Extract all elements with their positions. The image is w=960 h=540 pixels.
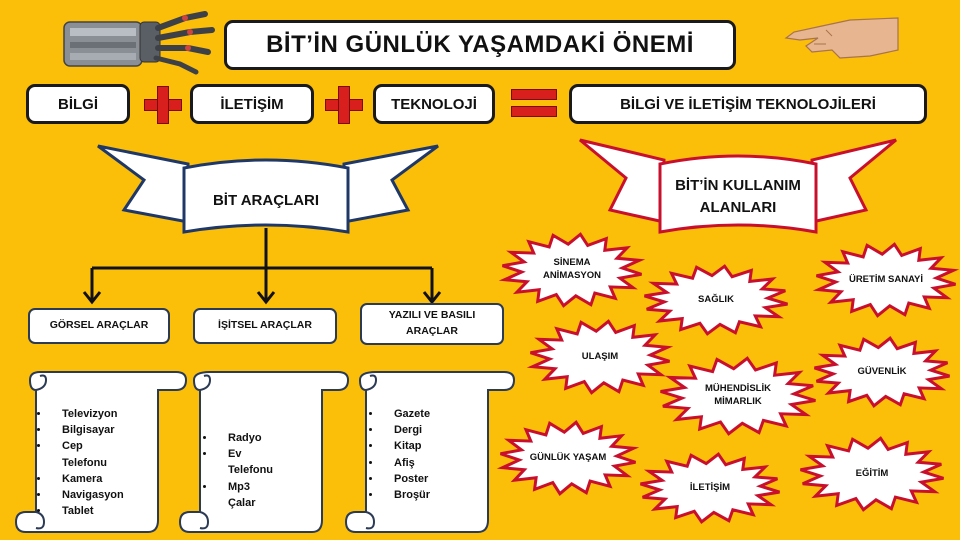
category-audio: İŞİTSEL ARAÇLAR bbox=[193, 308, 337, 344]
usage-area-label: İLETİŞİM bbox=[689, 481, 731, 493]
usage-area-label: ULAŞIM bbox=[581, 350, 619, 362]
term-bilgi: BİLGİ bbox=[26, 84, 130, 124]
list-item: Kamera bbox=[50, 471, 124, 487]
list-item: Afiş bbox=[382, 455, 430, 471]
list-item: Bilgisayar bbox=[50, 422, 124, 438]
usage-area-label: MÜHENDİSLİK MİMARLIK bbox=[704, 383, 771, 407]
usage-area-burst bbox=[640, 452, 780, 524]
list-item: Mp3 Çalar bbox=[216, 479, 273, 511]
usage-area-burst bbox=[812, 242, 960, 318]
usage-area-label: SİNEMA ANİMASYON bbox=[542, 257, 602, 281]
usage-area-label: EĞİTİM bbox=[855, 467, 889, 479]
usage-heading: BİT’İN KULLANIM ALANLARI bbox=[675, 177, 801, 216]
list-item: Ev Telefonu bbox=[216, 446, 273, 478]
term-teknoloji: TEKNOLOJİ bbox=[373, 84, 495, 124]
list-item: Cep Telefonu bbox=[50, 438, 124, 470]
list-item: Kitap bbox=[382, 438, 430, 454]
plus-icon bbox=[325, 86, 363, 124]
equals-icon bbox=[511, 89, 557, 119]
list-item: Radyo bbox=[216, 430, 273, 446]
list-item: Gazete bbox=[382, 406, 430, 422]
term-iletisim: İLETİŞİM bbox=[190, 84, 314, 124]
list-item: Broşür bbox=[382, 487, 430, 503]
usage-banner bbox=[579, 138, 897, 234]
tree-connectors bbox=[82, 228, 442, 305]
tools-heading: BİT ARAÇLARI bbox=[212, 192, 320, 210]
list-item: Televizyon bbox=[50, 406, 124, 422]
category-visual: GÖRSEL ARAÇLAR bbox=[28, 308, 170, 344]
category-print: YAZILI VE BASILI ARAÇLAR bbox=[360, 303, 504, 345]
usage-area-burst bbox=[526, 319, 674, 395]
list-item: Poster bbox=[382, 471, 430, 487]
human-hand-image bbox=[784, 17, 899, 59]
robot-hand-image bbox=[63, 11, 215, 75]
usage-area-burst bbox=[644, 264, 788, 336]
list-item: Tablet bbox=[50, 503, 124, 519]
usage-area-burst bbox=[814, 336, 950, 408]
list-item: Navigasyon bbox=[50, 487, 124, 503]
scroll-print bbox=[344, 371, 516, 533]
usage-area-burst bbox=[800, 436, 944, 512]
usage-area-label: SAĞLIK bbox=[698, 293, 734, 305]
usage-area-burst bbox=[498, 232, 646, 308]
scroll-visual bbox=[14, 371, 188, 533]
tools-banner bbox=[97, 144, 439, 234]
plus-icon bbox=[144, 86, 182, 124]
term-result: BİLGİ VE İLETİŞİM TEKNOLOJİLERİ bbox=[569, 84, 927, 124]
usage-area-label: GÜNLÜK YAŞAM bbox=[529, 451, 607, 463]
scroll-audio bbox=[178, 371, 350, 533]
usage-area-burst bbox=[660, 356, 816, 436]
usage-area-label: GÜVENLİK bbox=[857, 365, 907, 377]
usage-area-burst bbox=[496, 420, 640, 496]
usage-area-label: ÜRETİM SANAYİ bbox=[848, 273, 924, 285]
page-title: BİT’İN GÜNLÜK YAŞAMDAKİ ÖNEMİ bbox=[224, 20, 736, 70]
list-item: Dergi bbox=[382, 422, 430, 438]
